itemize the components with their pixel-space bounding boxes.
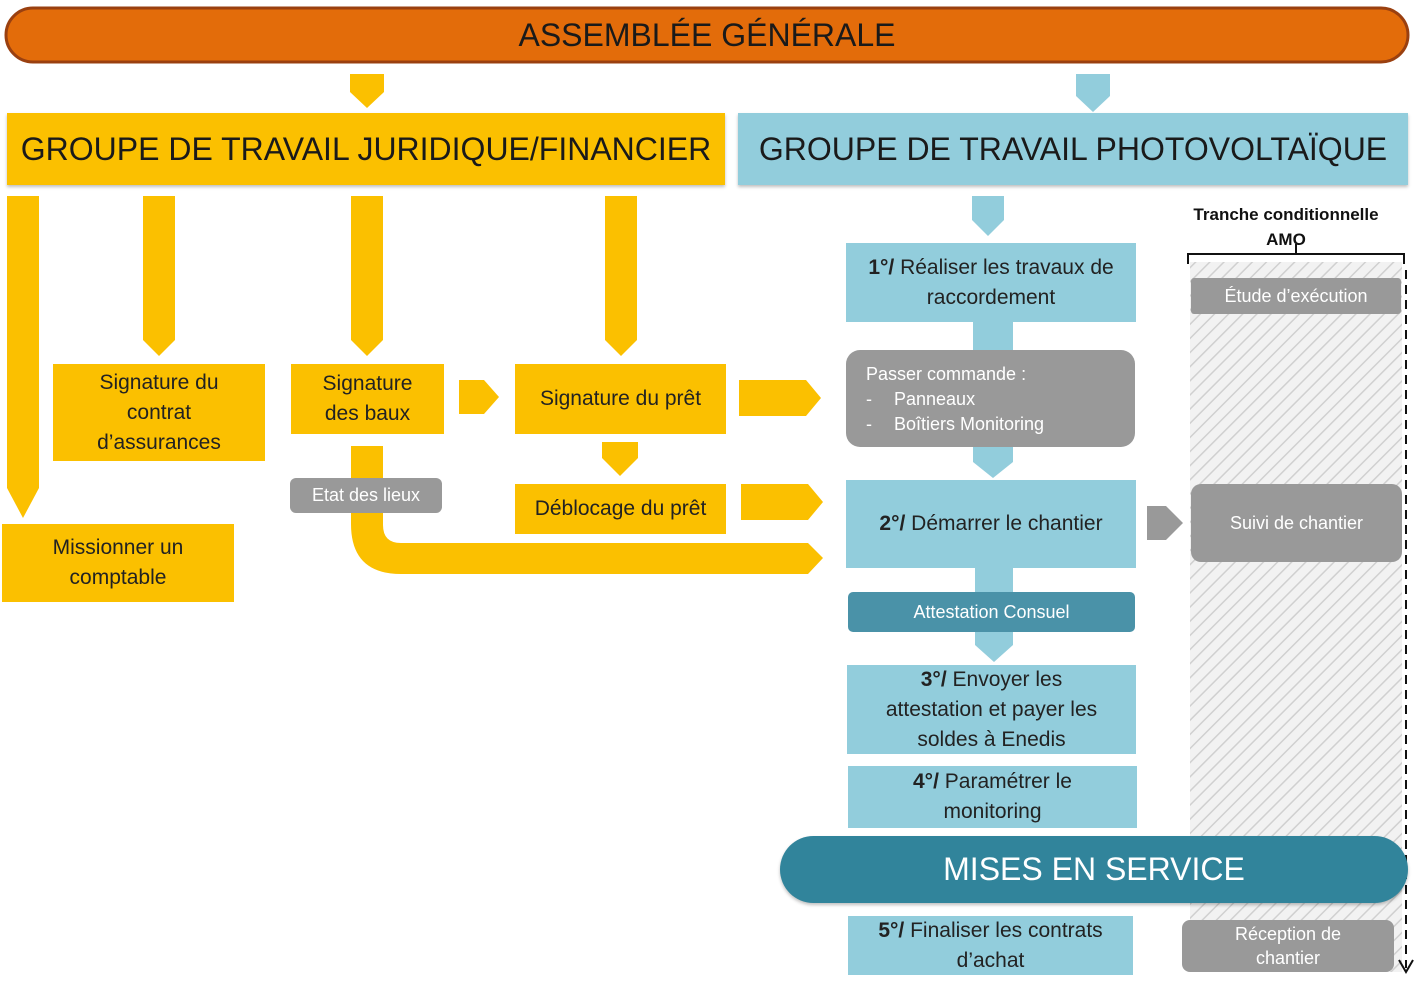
step5-label: Finaliser les contrats d’achat	[910, 918, 1103, 972]
assembly-bar	[4, 6, 1410, 64]
arrow-loan-down	[602, 442, 638, 476]
step3-number: 3°/	[920, 667, 947, 691]
loan-box: Signature du prêt	[515, 364, 726, 434]
order-box: Passer commande : -Panneaux -Boîtiers Mo…	[846, 350, 1135, 447]
amo-reception-box: Réception de chantier	[1182, 920, 1394, 972]
consuel-label: Attestation Consuel	[913, 601, 1070, 622]
arrow-leases-to-loan	[459, 380, 499, 414]
step4-box: 4°/ Paramétrer le monitoring	[848, 766, 1137, 828]
loan-label: Signature du prêt	[539, 387, 702, 410]
inventory-label: Etat des lieux	[311, 485, 421, 505]
step3-box: 3°/ Envoyer les attestation et payer les…	[847, 665, 1136, 754]
order-item-panels: -Panneaux	[866, 389, 976, 409]
amo-study-label: Étude d’exécution	[1224, 285, 1368, 306]
amo-follow-label: Suivi de chantier	[1229, 512, 1364, 533]
step1-text: 1°/ Réaliser les travaux de raccordement	[846, 253, 1136, 313]
step1-box: 1°/ Réaliser les travaux de raccordement	[846, 243, 1136, 322]
legal-group-header: GROUPE DE TRAVAIL JURIDIQUE/FINANCIER	[7, 113, 725, 185]
amo-follow-box: Suivi de chantier	[1191, 484, 1402, 562]
step2-box: 2°/ Démarrer le chantier	[846, 480, 1136, 568]
step4-text: 4°/ Paramétrer le monitoring	[848, 767, 1137, 827]
inventory-box: Etat des lieux	[290, 478, 442, 513]
step1-label: Réaliser les travaux de raccordement	[900, 255, 1114, 309]
step3-label: Envoyer les attestation et payer les sol…	[885, 667, 1098, 751]
arrow-down-legal	[350, 74, 384, 108]
step4-label: Paramétrer le monitoring	[943, 770, 1072, 823]
arrow-leases	[351, 196, 383, 356]
step2-number: 2°/	[879, 512, 906, 535]
insurance-label: Signature du contrat d’assurances	[97, 370, 221, 454]
arrow-insurance	[143, 196, 175, 356]
step2-text: 2°/ Démarrer le chantier	[879, 509, 1102, 539]
loan-release-box: Déblocage du prêt	[515, 484, 726, 534]
consuel-box: Attestation Consuel	[848, 592, 1135, 632]
leases-label: Signature des baux	[322, 372, 413, 425]
arrow-pv-to-s1	[972, 196, 1004, 236]
order-item-monitoring: -Boîtiers Monitoring	[866, 414, 1045, 434]
amo-title: Tranche conditionnelle AMO	[1193, 205, 1379, 249]
step5-number: 5°/	[878, 918, 905, 942]
step2-label: Démarrer le chantier	[911, 512, 1103, 535]
accountant-box: Missionner un comptable	[2, 524, 234, 602]
arrow-loan	[605, 196, 637, 356]
arrow-accountant	[7, 196, 39, 518]
arrow-order-to-s2	[973, 446, 1013, 478]
step3-text: 3°/ Envoyer les attestation et payer les…	[847, 665, 1136, 755]
legal-group-title: GROUPE DE TRAVAIL JURIDIQUE/FINANCIER	[20, 130, 712, 167]
pv-group-title: GROUPE DE TRAVAIL PHOTOVOLTAÏQUE	[758, 130, 1388, 167]
order-title: Passer commande :	[866, 364, 1027, 384]
service-title: MISES EN SERVICE	[943, 851, 1245, 887]
arrow-loan-to-order	[739, 380, 821, 416]
arrow-s2-to-follow	[1147, 506, 1183, 540]
step1-number: 1°/	[868, 255, 895, 279]
amo-study-box: Étude d’exécution	[1191, 278, 1401, 314]
leases-box: Signature des baux	[291, 364, 444, 434]
pv-group-header: GROUPE DE TRAVAIL PHOTOVOLTAÏQUE	[738, 113, 1408, 185]
leases-curve-connector	[351, 446, 823, 574]
insurance-box: Signature du contrat d’assurances	[53, 364, 265, 461]
step5-text: 5°/ Finaliser les contrats d’achat	[848, 916, 1133, 976]
arrow-release-to-chantier	[741, 484, 823, 520]
amo-bracket	[1187, 244, 1405, 264]
step4-number: 4°/	[913, 770, 939, 793]
accountant-label: Missionner un comptable	[52, 536, 184, 589]
arrow-down-pv	[1076, 74, 1110, 112]
step5-box: 5°/ Finaliser les contrats d’achat	[848, 916, 1133, 975]
arrow-consuel-to-s3	[975, 630, 1013, 662]
connector-s1-order	[973, 322, 1013, 352]
assembly-title: ASSEMBLÉE GÉNÉRALE	[518, 16, 896, 53]
service-banner: MISES EN SERVICE	[780, 836, 1408, 903]
connector-s2-consuel	[975, 568, 1013, 594]
loan-release-label: Déblocage du prêt	[534, 497, 707, 520]
amo-reception-label: Réception de chantier	[1234, 924, 1342, 968]
